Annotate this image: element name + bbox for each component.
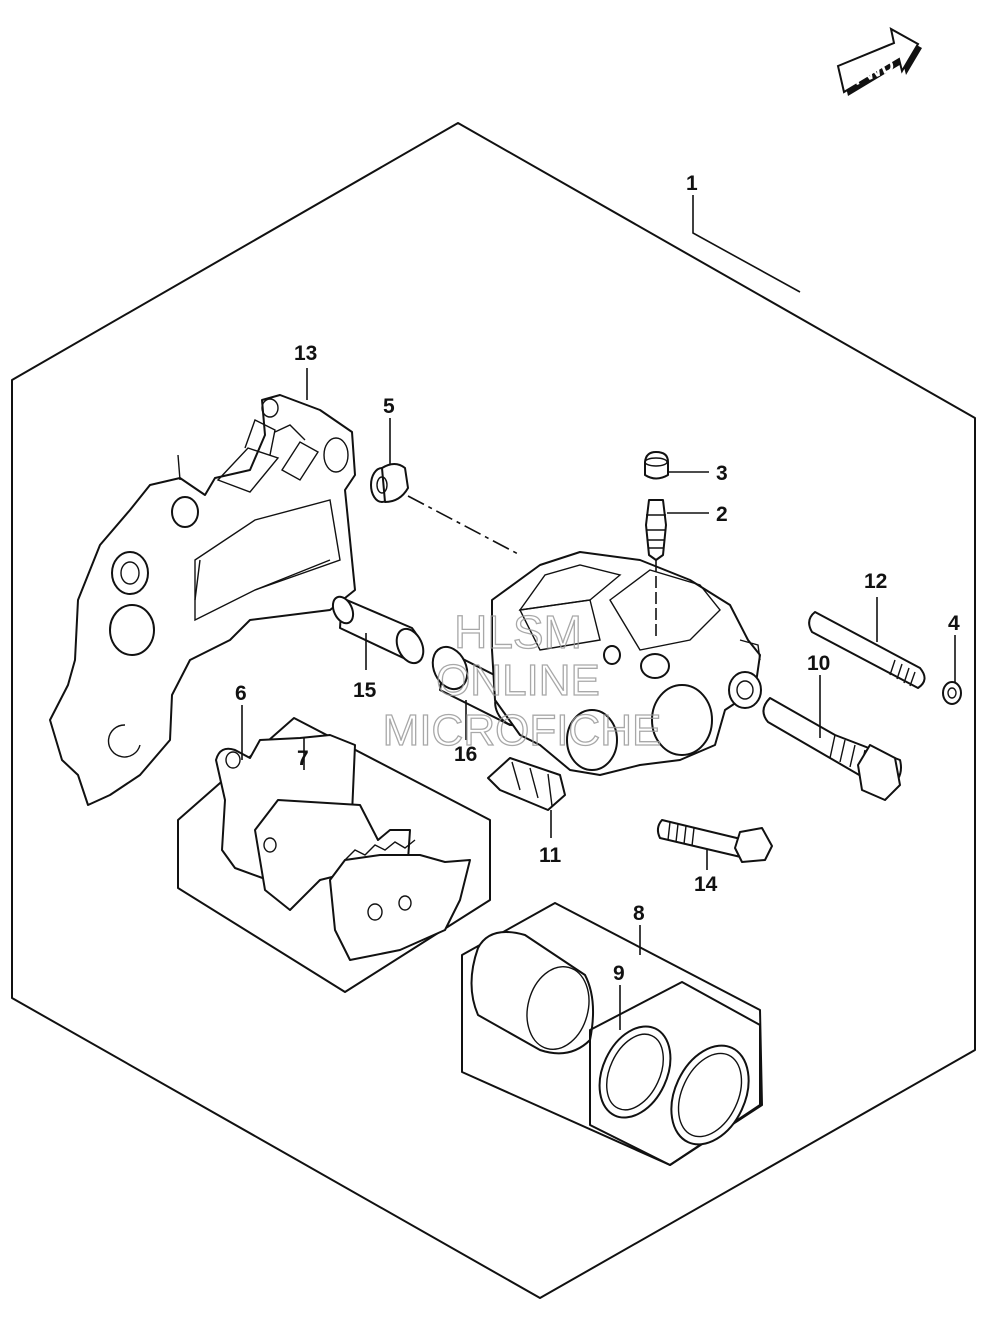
spring-plate-part-11 [487, 757, 566, 811]
pin-part-12 [808, 611, 926, 689]
callout-5: 5 [383, 395, 395, 418]
leader-lines [241, 195, 956, 1030]
callout-1: 1 [686, 172, 698, 195]
callout-16: 16 [454, 743, 477, 766]
kit-outline [11, 122, 976, 1299]
sleeve-part-15 [331, 595, 425, 665]
pad-set-box [177, 717, 491, 993]
watermark-line-3: MICROFICHE [383, 706, 662, 755]
callout-6: 6 [235, 682, 247, 705]
callout-11: 11 [539, 844, 562, 867]
callout-3: 3 [716, 462, 728, 485]
clip-part-4 [942, 681, 962, 705]
callouts: 1 2 3 4 5 6 7 8 9 10 11 12 13 14 15 16 [235, 172, 960, 985]
callout-7: 7 [297, 747, 309, 770]
bolt-part-10 [762, 697, 902, 801]
callout-2: 2 [716, 503, 728, 526]
bleeder-valve-part-2 [645, 499, 667, 640]
callout-15: 15 [353, 679, 377, 702]
bleeder-cap-part-3 [644, 451, 669, 480]
callout-14: 14 [694, 873, 718, 896]
bolt-part-14 [656, 819, 773, 863]
seal-set-box [589, 981, 761, 1166]
fwd-arrow-icon: FWD [836, 27, 922, 96]
seals [598, 1025, 750, 1146]
watermark: HLSM ONLINE MICROFICHE [382, 605, 662, 755]
caliper-body [491, 551, 762, 776]
callout-13: 13 [294, 342, 317, 365]
callout-10: 10 [807, 652, 830, 675]
piston-set-box [461, 902, 763, 1166]
callout-12: 12 [864, 570, 887, 593]
boot-part-5 [370, 463, 409, 503]
callout-9: 9 [613, 962, 625, 985]
caliper-bracket [49, 394, 356, 806]
brake-pads [215, 734, 471, 961]
watermark-line-1: HLSM [454, 606, 582, 658]
callout-8: 8 [633, 902, 645, 925]
piston [470, 931, 594, 1055]
watermark-line-2: ONLINE [436, 656, 600, 705]
callout-4: 4 [948, 612, 960, 635]
